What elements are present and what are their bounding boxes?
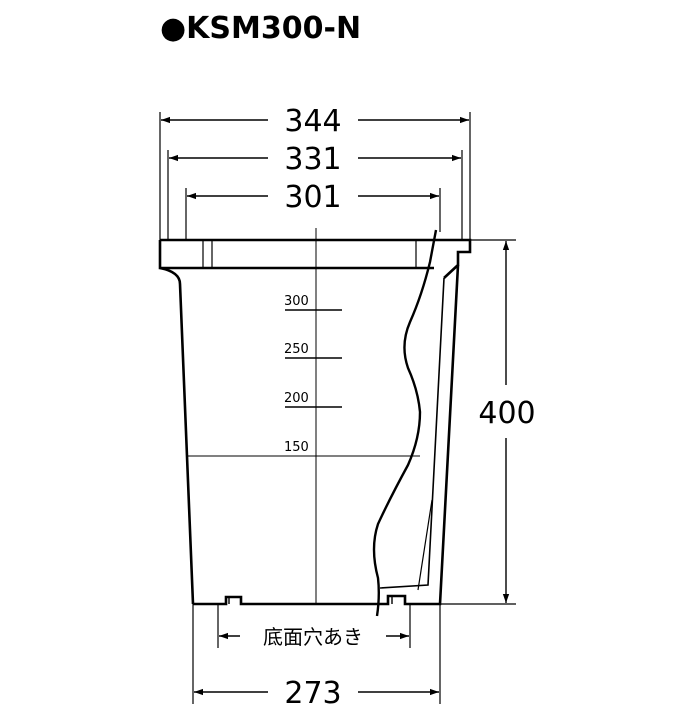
dim-label-273: 273: [284, 676, 341, 711]
diagram-title: ●KSM300-N: [160, 11, 361, 46]
container-right-wall-inner: [379, 277, 445, 589]
wall-section-line: [417, 499, 433, 591]
container-left-wall: [159, 266, 195, 605]
dim-label-331: 331: [284, 142, 341, 177]
scale-label-200: 200: [284, 391, 309, 406]
scale-label-300: 300: [284, 294, 309, 309]
dim-label-bottom-hole: 底面穴あき: [263, 625, 363, 649]
container-rim-right: [160, 238, 472, 279]
container-rim: [158, 240, 434, 270]
dim-label-301: 301: [284, 180, 341, 215]
section-break-line: [372, 229, 438, 617]
container-right-wall-outer: [433, 264, 460, 606]
dim-label-400: 400: [478, 396, 535, 431]
bottom-hole-marks: [228, 596, 393, 604]
scale-label-150: 150: [284, 440, 309, 455]
scale-label-250: 250: [284, 342, 309, 357]
container-bottom: [193, 594, 433, 606]
dim-label-344: 344: [284, 104, 341, 139]
